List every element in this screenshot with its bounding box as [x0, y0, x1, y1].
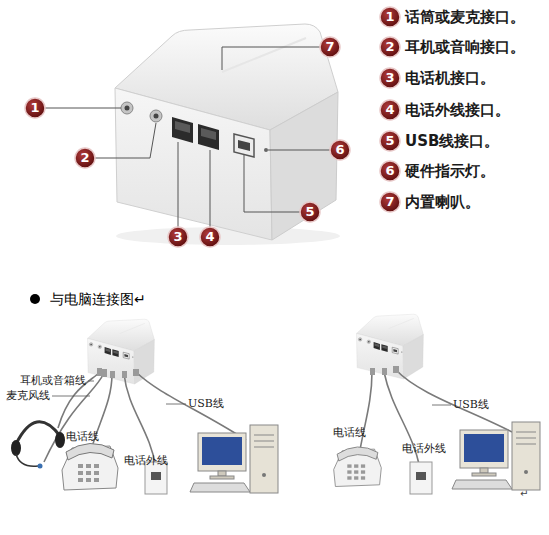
wall-socket-port: [151, 472, 161, 480]
callout-ball: [200, 227, 220, 247]
part-description: 耳机或音响接口。: [405, 37, 525, 57]
callout-number: 4: [380, 100, 400, 120]
outside-line-cable: [124, 374, 156, 468]
section-heading: 与电脑连接图↵: [50, 290, 146, 308]
paragraph-mark: ↵: [520, 488, 528, 500]
device-illustration: [115, 24, 338, 240]
usb-cable: [136, 372, 246, 440]
earcup: [55, 432, 65, 448]
wire-label: 电话线: [333, 426, 366, 440]
callout-number: 1: [25, 98, 45, 118]
part-description: 电话外线接口。: [405, 100, 510, 120]
wire-label: 电话线: [66, 430, 99, 444]
computer-right: [452, 422, 540, 490]
callout-number: 5: [380, 131, 400, 151]
wire-label: USB线: [188, 397, 224, 411]
plug: [382, 368, 387, 375]
leader-line: [268, 150, 330, 151]
callout-ball: [330, 140, 350, 160]
wire-label: USB线: [453, 398, 489, 412]
mic-tip: [38, 464, 43, 469]
earcup: [11, 440, 21, 456]
plug: [97, 368, 102, 376]
wire-label: 电话外线: [402, 442, 446, 456]
callout-ball: [320, 37, 340, 57]
headband: [16, 422, 60, 444]
callout-ball: [380, 192, 400, 212]
plugs-right: [370, 366, 399, 375]
callout-ball: [380, 7, 400, 27]
telephone-right: [334, 447, 382, 487]
plugs-left: [97, 368, 139, 378]
headset: [11, 422, 65, 469]
wire-label: 耳机或音箱线: [20, 374, 86, 388]
part-description: USB线接口。: [405, 131, 499, 151]
label-leader: [88, 381, 94, 382]
device-small: [88, 319, 155, 384]
callout-number: 5: [300, 202, 320, 222]
usb-cable: [396, 370, 512, 432]
leader-lines: [45, 47, 330, 227]
plug: [110, 371, 115, 378]
callout-ball: [300, 202, 320, 222]
callout-number: 3: [168, 227, 188, 247]
callout-number: 2: [380, 37, 400, 57]
wire-label: 麦克风线: [6, 389, 50, 403]
leader-line: [210, 150, 211, 227]
callout-number: 6: [380, 161, 400, 181]
mic-boom: [16, 454, 38, 466]
callout-number: 3: [380, 68, 400, 88]
callout-ball: [380, 161, 400, 181]
plug: [102, 369, 107, 377]
wire-label: 电话外线: [124, 454, 168, 468]
wall-socket: [410, 462, 432, 494]
callout-number: 4: [200, 227, 220, 247]
label-leader: [166, 404, 186, 405]
part-description: 电话机接口。: [405, 68, 495, 88]
part-description: 内置喇叭。: [405, 192, 480, 212]
computer-left: [190, 425, 278, 493]
callout-number: 6: [330, 140, 350, 160]
callout-number: 7: [320, 37, 340, 57]
callout-balls: [25, 7, 400, 247]
leader-line: [222, 47, 320, 70]
bullet: [30, 294, 40, 304]
callout-number: 7: [380, 192, 400, 212]
leader-line: [45, 108, 121, 109]
callout-number: 2: [75, 148, 95, 168]
plug: [393, 366, 399, 373]
telephone-left: [62, 443, 118, 490]
callout-ball: [168, 227, 188, 247]
plug: [370, 368, 375, 375]
plug: [133, 369, 139, 376]
part-description: 话筒或麦克接口。: [405, 7, 525, 27]
plug: [122, 371, 127, 378]
label-leader: [432, 405, 451, 406]
leader-line: [178, 142, 179, 227]
callout-ball: [380, 68, 400, 88]
device-small: [357, 314, 424, 379]
label-leader: [52, 396, 90, 397]
part-description: 硬件指示灯。: [405, 161, 495, 181]
callout-ball: [380, 131, 400, 151]
callout-ball: [380, 37, 400, 57]
callout-ball: [380, 100, 400, 120]
leader-line: [95, 123, 156, 158]
callout-ball: [75, 148, 95, 168]
wall-socket-port: [416, 472, 426, 480]
callout-number: 1: [380, 7, 400, 27]
callout-ball: [25, 98, 45, 118]
leader-line: [244, 155, 300, 212]
